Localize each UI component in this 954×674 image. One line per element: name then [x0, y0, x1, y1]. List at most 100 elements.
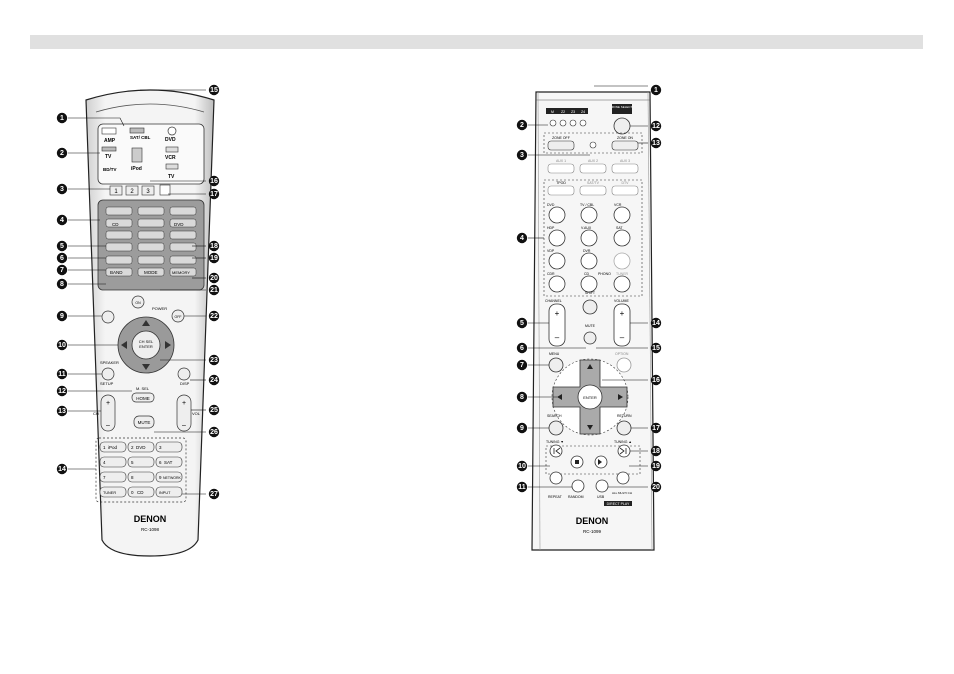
num6-key[interactable]	[155, 456, 183, 468]
num5-key[interactable]	[127, 456, 155, 468]
zone3-key[interactable]	[141, 185, 155, 196]
ipod-key[interactable]	[131, 147, 143, 163]
aux3-button[interactable]	[611, 163, 639, 174]
transport-key[interactable]	[137, 206, 165, 216]
search-button[interactable]	[548, 420, 564, 436]
transport-key[interactable]	[105, 242, 133, 252]
tv-key[interactable]	[101, 146, 117, 152]
transport-key[interactable]	[105, 230, 133, 240]
arrow-left-icon[interactable]	[121, 341, 127, 349]
num3-key[interactable]	[155, 441, 183, 453]
tuner-key[interactable]	[99, 486, 127, 498]
svg-text:DVD: DVD	[136, 445, 146, 450]
num0-key[interactable]	[127, 486, 155, 498]
zone1-key[interactable]	[109, 185, 123, 196]
amp-key[interactable]	[101, 127, 117, 135]
svg-text:ON: ON	[135, 301, 141, 305]
left-callout-label-1: 1	[60, 115, 64, 122]
transport-key[interactable]	[137, 218, 165, 228]
vaux-button[interactable]	[580, 229, 598, 247]
sat-tv-button[interactable]	[579, 185, 607, 196]
arrow-up-icon[interactable]	[587, 364, 593, 369]
tpod-button[interactable]	[547, 185, 575, 196]
left-callout-18	[208, 240, 220, 252]
phono-button[interactable]	[613, 275, 631, 293]
aux1-button[interactable]	[547, 163, 575, 174]
transport-key[interactable]	[105, 255, 133, 265]
ch-rocker[interactable]	[100, 394, 116, 432]
tuner-button[interactable]	[613, 252, 631, 270]
num7-key[interactable]	[99, 471, 127, 483]
repeat-button[interactable]	[549, 471, 563, 485]
vcr-button[interactable]	[613, 206, 631, 224]
transport-key[interactable]	[169, 230, 197, 240]
shift-button[interactable]	[101, 310, 115, 324]
transport-key[interactable]	[169, 255, 197, 265]
arrow-right-icon[interactable]	[618, 394, 623, 400]
arrow-down-icon[interactable]	[587, 425, 593, 430]
transport-key[interactable]	[169, 218, 197, 228]
transport-key[interactable]	[169, 267, 197, 277]
transport-key[interactable]	[137, 255, 165, 265]
dvr-button[interactable]	[580, 252, 598, 270]
num1-key[interactable]	[99, 441, 127, 453]
sat-key[interactable]	[129, 127, 145, 134]
menu-button[interactable]	[548, 357, 564, 373]
channel-rocker[interactable]	[548, 303, 566, 347]
transport-key[interactable]	[137, 267, 165, 277]
dvd-button[interactable]	[548, 206, 566, 224]
num4-key[interactable]	[99, 456, 127, 468]
shift-button[interactable]	[582, 299, 598, 315]
mute-button[interactable]	[133, 415, 155, 429]
cdr-button[interactable]	[548, 275, 566, 293]
random-button[interactable]	[571, 479, 585, 493]
zone-on-button[interactable]	[611, 140, 639, 151]
num2-key[interactable]	[127, 441, 155, 453]
enter-button[interactable]	[577, 384, 603, 410]
transport-key[interactable]	[169, 206, 197, 216]
transport-key[interactable]	[137, 242, 165, 252]
transport-key[interactable]	[169, 242, 197, 252]
return-button[interactable]	[616, 420, 632, 436]
hdp-button[interactable]	[548, 229, 566, 247]
left-callout-14	[56, 463, 68, 475]
arrow-up-icon[interactable]	[142, 320, 150, 326]
transport-key[interactable]	[105, 218, 133, 228]
arrow-right-icon[interactable]	[165, 341, 171, 349]
right-callout-11	[516, 481, 528, 493]
aux2-button[interactable]	[579, 163, 607, 174]
svg-text:–: –	[620, 333, 625, 342]
power-on-button[interactable]	[131, 295, 145, 309]
home-button[interactable]	[131, 392, 155, 403]
vcr-key[interactable]	[165, 146, 179, 153]
light-icon[interactable]	[167, 126, 177, 136]
transport-key[interactable]	[105, 206, 133, 216]
volume-rocker[interactable]	[613, 303, 631, 347]
option-button[interactable]	[616, 357, 632, 373]
zone-off-button[interactable]	[547, 140, 575, 151]
setup-button[interactable]	[101, 367, 115, 381]
vdp-button[interactable]	[548, 252, 566, 270]
transport-key[interactable]	[105, 267, 133, 277]
transport-key[interactable]	[137, 230, 165, 240]
tv2-key[interactable]	[165, 163, 179, 170]
usb-button[interactable]	[595, 479, 609, 493]
cd-button[interactable]	[580, 275, 598, 293]
disp-button[interactable]	[177, 367, 191, 381]
dtv-button[interactable]	[611, 185, 639, 196]
num8-key[interactable]	[127, 471, 155, 483]
all-mulch-button[interactable]	[616, 471, 630, 485]
svg-text:M: M	[551, 110, 554, 114]
enter-button[interactable]	[131, 330, 161, 360]
vol-rocker[interactable]	[176, 394, 192, 432]
zone2-key[interactable]	[125, 185, 139, 196]
num9-key[interactable]	[155, 471, 183, 483]
tv-cbl-button[interactable]	[580, 206, 598, 224]
arrow-down-icon[interactable]	[142, 364, 150, 370]
grid-icon[interactable]	[159, 184, 171, 196]
arrow-left-icon[interactable]	[557, 394, 562, 400]
zone-select-button[interactable]	[613, 117, 631, 135]
input-key[interactable]	[155, 486, 183, 498]
sat-button[interactable]	[613, 229, 631, 247]
mute-button[interactable]	[583, 331, 597, 345]
